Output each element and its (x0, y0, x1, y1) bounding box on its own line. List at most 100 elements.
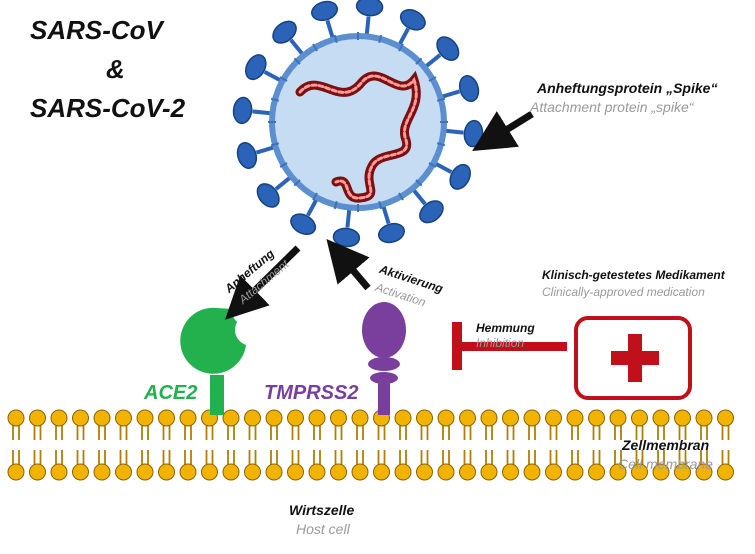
lipid-head (502, 463, 519, 481)
lipid-head (416, 409, 433, 427)
spike-head (419, 200, 444, 224)
lipid-head (72, 409, 89, 427)
envelope-tick (293, 57, 301, 65)
attachment-arrow (225, 245, 301, 320)
lipid-head (502, 409, 519, 427)
virus-particle (232, 0, 484, 248)
lipid-head (222, 463, 240, 481)
spike-head (311, 0, 338, 22)
lipid-head (115, 463, 132, 481)
lipid-head (50, 463, 68, 481)
lipid-head (308, 409, 326, 427)
lipid-head (695, 463, 713, 481)
lipid-head (265, 463, 283, 481)
lipid-head (308, 463, 326, 481)
spike-head (458, 75, 480, 102)
spike-label-en: Attachment protein „spike“ (530, 99, 694, 115)
lipid-head (674, 463, 691, 481)
lipid-head (652, 463, 670, 481)
lipid-head (351, 463, 369, 481)
envelope-tick (415, 179, 423, 187)
envelope-tick (398, 192, 404, 201)
envelope-tick (293, 179, 301, 187)
spike-pointer-arrow (472, 111, 534, 152)
lipid-head (652, 409, 670, 427)
lipid-head (717, 463, 734, 481)
activation-arrow (326, 238, 371, 291)
envelope-tick (436, 97, 446, 102)
lipid-head (480, 409, 498, 427)
envelope-tick (312, 192, 318, 201)
cell-membrane (7, 409, 734, 481)
lipid-head (115, 409, 132, 427)
title-line-2: & (106, 54, 125, 84)
spike-head (236, 142, 258, 169)
lipid-head (7, 409, 25, 427)
spike-head (436, 36, 460, 61)
lipid-head (459, 463, 476, 481)
spike-head (245, 54, 267, 81)
lipid-head (717, 409, 734, 427)
spike-label-de: Anheftungsprotein „Spike“ (537, 80, 718, 96)
spike-head (399, 9, 426, 31)
lipid-head (287, 409, 304, 427)
lipid-head (136, 463, 154, 481)
viral-rna-inner (298, 74, 418, 200)
lipid-head (93, 409, 111, 427)
lipid-head (179, 409, 197, 427)
lipid-head (351, 409, 369, 427)
spike-head (272, 20, 297, 44)
envelope-tick (312, 43, 318, 52)
envelope-tick (428, 162, 437, 168)
lipid-head (265, 409, 283, 427)
envelope-tick (398, 43, 404, 52)
tmprss2-protein (362, 302, 406, 415)
lipid-head (222, 409, 240, 427)
lipid-head (201, 463, 218, 481)
host-cell-label-de: Wirtszelle (289, 502, 355, 518)
envelope-tick (415, 57, 423, 65)
envelope-tick (279, 162, 288, 168)
envelope-tick (333, 34, 338, 44)
lipid-head (631, 463, 648, 481)
lipid-head (523, 463, 541, 481)
lipid-head (588, 409, 605, 427)
lipid-head (29, 409, 46, 427)
medication-label-en: Clinically-approved medication (542, 285, 705, 299)
lipid-head (437, 409, 455, 427)
lipid-head (416, 463, 433, 481)
lipid-head (609, 463, 627, 481)
spike-head (355, 0, 384, 17)
lipid-head (72, 463, 89, 481)
lipid-head (523, 409, 541, 427)
spike-head (332, 227, 361, 248)
medication-box (574, 316, 692, 400)
envelope-tick (270, 97, 280, 102)
spike-head (290, 213, 317, 235)
envelope-tick (428, 76, 437, 82)
lipid-head (394, 409, 412, 427)
membrane-label-en: Cell membrane (618, 456, 713, 472)
lipid-head (287, 463, 304, 481)
lipid-head (480, 463, 498, 481)
spike-head (378, 222, 405, 244)
inhibition-symbol (452, 322, 567, 370)
lipid-head (566, 463, 584, 481)
medication-label-de: Klinisch-getestetes Medikament (542, 268, 725, 282)
lipid-head (158, 409, 175, 427)
envelope-tick (279, 76, 288, 82)
envelope-tick (333, 200, 338, 210)
lipid-head (93, 463, 111, 481)
lipid-head (7, 463, 25, 481)
lipid-head (609, 409, 627, 427)
lipid-head (459, 409, 476, 427)
inhibition-label-de: Hemmung (476, 321, 535, 335)
lipid-head (50, 409, 68, 427)
lipid-head (136, 409, 154, 427)
envelope-tick (378, 34, 383, 44)
lipid-head (330, 463, 347, 481)
lipid-head (373, 463, 390, 481)
host-cell-label-en: Host cell (296, 521, 350, 537)
